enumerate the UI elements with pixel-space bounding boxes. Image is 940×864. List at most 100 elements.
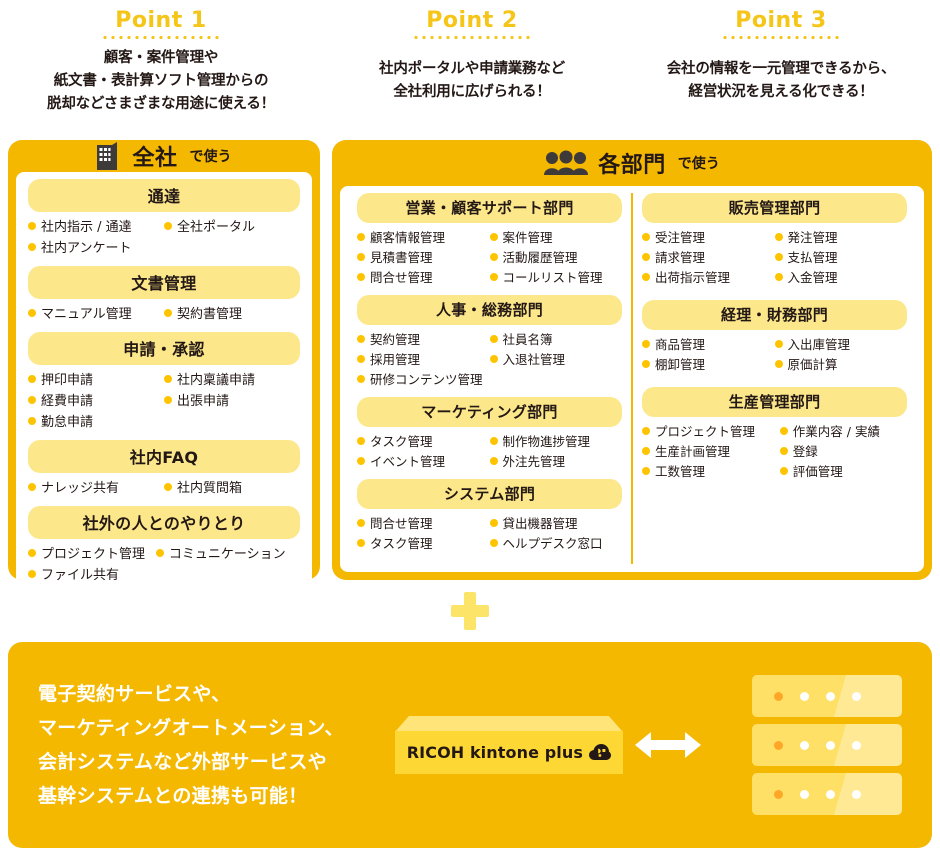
- list-item[interactable]: マニュアル管理: [28, 304, 164, 325]
- list-item[interactable]: 活動履歴管理: [489, 248, 623, 268]
- list-item[interactable]: 入金管理: [774, 268, 908, 288]
- list-item[interactable]: 社内稟議申請: [164, 370, 300, 391]
- list-item[interactable]: 作業内容 / 実績: [779, 422, 907, 442]
- point-3-dotted-underline: [722, 35, 840, 40]
- bullet-dot-icon: [357, 457, 365, 465]
- list-item[interactable]: 問合せ管理: [357, 268, 490, 288]
- list-item[interactable]: 出荷指示管理: [642, 268, 775, 288]
- list-item[interactable]: 社内指示 / 通達: [28, 217, 164, 238]
- list-item[interactable]: 棚卸管理: [642, 355, 775, 375]
- list-item[interactable]: コミュニケーション: [155, 544, 300, 565]
- list-item[interactable]: タスク管理: [357, 432, 490, 452]
- list-item[interactable]: 工数管理: [642, 462, 780, 482]
- server-led-icon: [826, 691, 835, 701]
- list-item[interactable]: イベント管理: [357, 452, 490, 472]
- bullet-dot-icon: [779, 427, 788, 435]
- list-item[interactable]: 原価計算: [774, 355, 908, 375]
- list-item[interactable]: 受注管理: [642, 228, 775, 248]
- list-item[interactable]: 制作物進捗管理: [489, 432, 623, 452]
- list-item[interactable]: 契約管理: [357, 330, 490, 350]
- bullet-dot-icon: [779, 467, 788, 475]
- list-item[interactable]: 入出庫管理: [774, 335, 908, 355]
- bullet-dot-icon: [28, 570, 36, 578]
- list-item[interactable]: ファイル共有: [28, 565, 164, 580]
- list-item[interactable]: ヘルプデスク窓口: [489, 534, 623, 554]
- list-item-label: 見積書管理: [370, 250, 433, 265]
- server-led-icon: [852, 691, 861, 701]
- list-item[interactable]: 研修コンテンツ管理: [357, 370, 622, 390]
- banner-line-4: 基幹システムとの連携も可能！: [38, 785, 308, 807]
- bullet-dot-icon: [642, 427, 650, 435]
- bullet-dot-icon: [489, 355, 498, 363]
- section-title-system: システム部門: [357, 479, 622, 509]
- list-item[interactable]: 外注先管理: [489, 452, 623, 472]
- list-item[interactable]: 登録: [779, 442, 907, 462]
- banner-line-1: 電子契約サービスや、: [38, 683, 231, 705]
- list-item[interactable]: コールリスト管理: [489, 268, 623, 288]
- list-item-label: 問合せ管理: [370, 270, 433, 285]
- list-item-label: ナレッジ共有: [41, 481, 120, 496]
- list-item-label: 登録: [792, 444, 818, 459]
- list-item[interactable]: プロジェクト管理: [28, 544, 156, 565]
- list-item[interactable]: 社内質問箱: [164, 478, 300, 499]
- list-item-label: 生産計画管理: [655, 444, 731, 459]
- section-items-shanai-faq: ナレッジ共有 社内質問箱: [28, 478, 300, 499]
- list-item[interactable]: 勤怠申請: [28, 412, 164, 433]
- point-1-line-1: 顧客・案件管理や: [103, 50, 219, 66]
- bullet-dot-icon: [489, 457, 498, 465]
- list-item[interactable]: 採用管理: [357, 350, 490, 370]
- bullet-dot-icon: [489, 233, 498, 241]
- list-item[interactable]: 評価管理: [779, 462, 907, 482]
- list-item-label: 社内質問箱: [177, 481, 243, 496]
- section-items-marketing: タスク管理 制作物進捗管理 イベント管理 外注先管理: [357, 432, 622, 472]
- list-item[interactable]: 社員名簿: [489, 330, 623, 350]
- departments-title: 各部門: [598, 153, 666, 178]
- list-item-label: 発注管理: [787, 230, 838, 245]
- list-item[interactable]: 見積書管理: [357, 248, 490, 268]
- list-item[interactable]: プロジェクト管理: [642, 422, 780, 442]
- list-item[interactable]: 契約書管理: [164, 304, 300, 325]
- kintone-box-top-face: [394, 716, 623, 732]
- list-item-label: 勤怠申請: [41, 415, 94, 430]
- list-item[interactable]: ナレッジ共有: [28, 478, 164, 499]
- list-item[interactable]: 発注管理: [774, 228, 908, 248]
- bullet-dot-icon: [642, 233, 650, 241]
- section-title-shinsei-shonin: 申請・承認: [28, 332, 300, 365]
- list-item[interactable]: 案件管理: [489, 228, 623, 248]
- company-wide-subtitle: で使う: [189, 149, 232, 165]
- bullet-dot-icon: [357, 355, 365, 363]
- list-item-label: 入退社管理: [502, 352, 566, 367]
- list-item-label: 貸出機器管理: [502, 516, 578, 531]
- bullet-dot-icon: [489, 437, 498, 445]
- departments-column-1: 営業・顧客サポート部門 顧客情報管理 案件管理 見積書管理 活動履歴管理 問合せ…: [348, 193, 631, 564]
- list-item[interactable]: 生産計画管理: [642, 442, 780, 462]
- list-item[interactable]: 社内アンケート: [28, 238, 164, 259]
- list-item[interactable]: 入退社管理: [489, 350, 623, 370]
- list-item[interactable]: 支払管理: [774, 248, 908, 268]
- list-item[interactable]: 商品管理: [642, 335, 775, 355]
- list-item[interactable]: 顧客情報管理: [357, 228, 490, 248]
- list-item[interactable]: 出張申請: [164, 391, 300, 412]
- list-item[interactable]: タスク管理: [357, 534, 490, 554]
- list-item[interactable]: 経費申請: [28, 391, 164, 412]
- departments-panel: 各部門 で使う 営業・顧客サポート部門 顧客情報管理 案件管理 見積書管理 活動…: [332, 140, 932, 580]
- server-led-active-icon: [774, 789, 783, 799]
- list-item-label: 商品管理: [655, 337, 706, 352]
- list-item[interactable]: 全社ポータル: [164, 217, 300, 238]
- list-item[interactable]: 請求管理: [642, 248, 775, 268]
- list-item[interactable]: 押印申請: [28, 370, 164, 391]
- list-item[interactable]: 貸出機器管理: [489, 514, 623, 534]
- bullet-dot-icon: [642, 253, 650, 261]
- list-item-label: 経費申請: [41, 394, 94, 409]
- section-items-tsutatsu: 社内指示 / 通達 全社ポータル 社内アンケート: [28, 217, 300, 259]
- section-items-sales-support: 顧客情報管理 案件管理 見積書管理 活動履歴管理 問合せ管理 コールリスト管理: [357, 228, 622, 288]
- bullet-dot-icon: [774, 233, 783, 241]
- section-items-sales-management: 受注管理 発注管理 請求管理 支払管理 出荷指示管理 入金管理: [642, 228, 907, 288]
- list-item-label: 案件管理: [502, 230, 553, 245]
- bullet-dot-icon: [164, 375, 172, 383]
- section-title-shagai-yaritori: 社外の人とのやりとり: [28, 506, 300, 539]
- company-wide-panel-body: 通達 社内指示 / 通達 全社ポータル 社内アンケート 文書管理 マニュアル管理…: [16, 172, 312, 580]
- list-item-label: 評価管理: [792, 464, 843, 479]
- server-led-active-icon: [774, 691, 783, 701]
- list-item[interactable]: 問合せ管理: [357, 514, 490, 534]
